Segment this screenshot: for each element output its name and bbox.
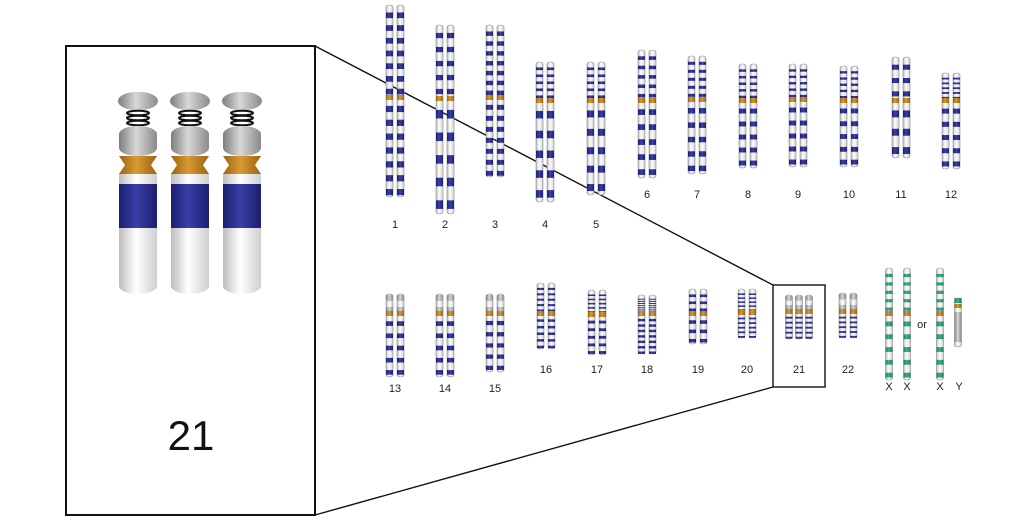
chromosome-y [954, 297, 962, 348]
chromosome-pair-1 [385, 4, 405, 198]
inset-chromosome-21-3 [222, 92, 262, 294]
chromosome-pair-20 [737, 288, 757, 339]
chromosome-pair-14 [435, 293, 455, 378]
label-chr-8: 8 [745, 189, 751, 201]
inset-label: 21 [168, 412, 215, 459]
inset-chromosome-21-1 [118, 92, 158, 294]
label-chr-x-1: X [885, 381, 893, 393]
label-or: or [917, 319, 927, 331]
chromosome-pair-6 [637, 49, 657, 179]
label-chr-6: 6 [644, 189, 650, 201]
label-chr-14: 14 [439, 383, 451, 395]
label-chr-x-3: X [936, 381, 944, 393]
inset-chromosome-21-2 [170, 92, 210, 294]
label-chr-y: Y [955, 381, 963, 393]
label-chr-17: 17 [591, 364, 603, 376]
chromosome-x-2 [903, 267, 911, 381]
chromosome-pair-16 [536, 282, 556, 350]
chromosome-pair-8 [738, 63, 758, 169]
chromosome-x-1 [885, 267, 893, 381]
label-chr-12: 12 [945, 189, 957, 201]
chromosome-pair-18 [637, 294, 657, 355]
label-chr-7: 7 [694, 189, 700, 201]
inset-chromosomes [118, 92, 262, 294]
chromosome-pair-2 [435, 24, 455, 215]
label-chr-1: 1 [392, 219, 398, 231]
chromosome-pair-15 [485, 293, 505, 373]
label-chr-5: 5 [593, 219, 599, 231]
label-chr-11: 11 [895, 189, 906, 201]
chromosome-pair-9 [788, 63, 808, 168]
label-chr-18: 18 [641, 364, 653, 376]
label-chr-21: 21 [793, 364, 805, 376]
chromosome-pair-17 [587, 289, 607, 356]
zoom-line-bottom [314, 386, 774, 516]
chromosome-pair-10 [839, 65, 859, 168]
chromosome-pair-5 [586, 61, 606, 196]
label-chr-x-2: X [903, 381, 911, 393]
chromosome-pair-12 [941, 72, 961, 170]
label-chr-4: 4 [542, 219, 548, 231]
chromosome-21-highlight-box [772, 284, 826, 388]
sex-chromosomes [885, 267, 962, 381]
chromosome-pair-13 [385, 293, 405, 378]
label-chr-2: 2 [442, 219, 448, 231]
label-chr-19: 19 [692, 364, 704, 376]
chromosome-pair-4 [535, 61, 555, 203]
chromosome-pair-7 [687, 55, 707, 175]
chromosome-x-3 [936, 267, 944, 381]
label-chr-16: 16 [540, 364, 552, 376]
label-chr-20: 20 [741, 364, 753, 376]
label-chr-10: 10 [843, 189, 855, 201]
label-chr-13: 13 [389, 383, 401, 395]
chromosome-pair-3 [485, 24, 505, 178]
karyotype-row-1 [385, 4, 961, 215]
label-chr-15: 15 [489, 383, 501, 395]
chromosome-set-21 [785, 294, 813, 340]
chromosome-pair-22 [838, 292, 858, 339]
label-chr-3: 3 [492, 219, 498, 231]
label-chr-9: 9 [795, 189, 801, 201]
label-chr-22: 22 [842, 364, 854, 376]
karyotype-row-2 [385, 282, 858, 378]
chromosome-pair-19 [688, 288, 708, 345]
chromosome-pair-11 [891, 56, 911, 159]
